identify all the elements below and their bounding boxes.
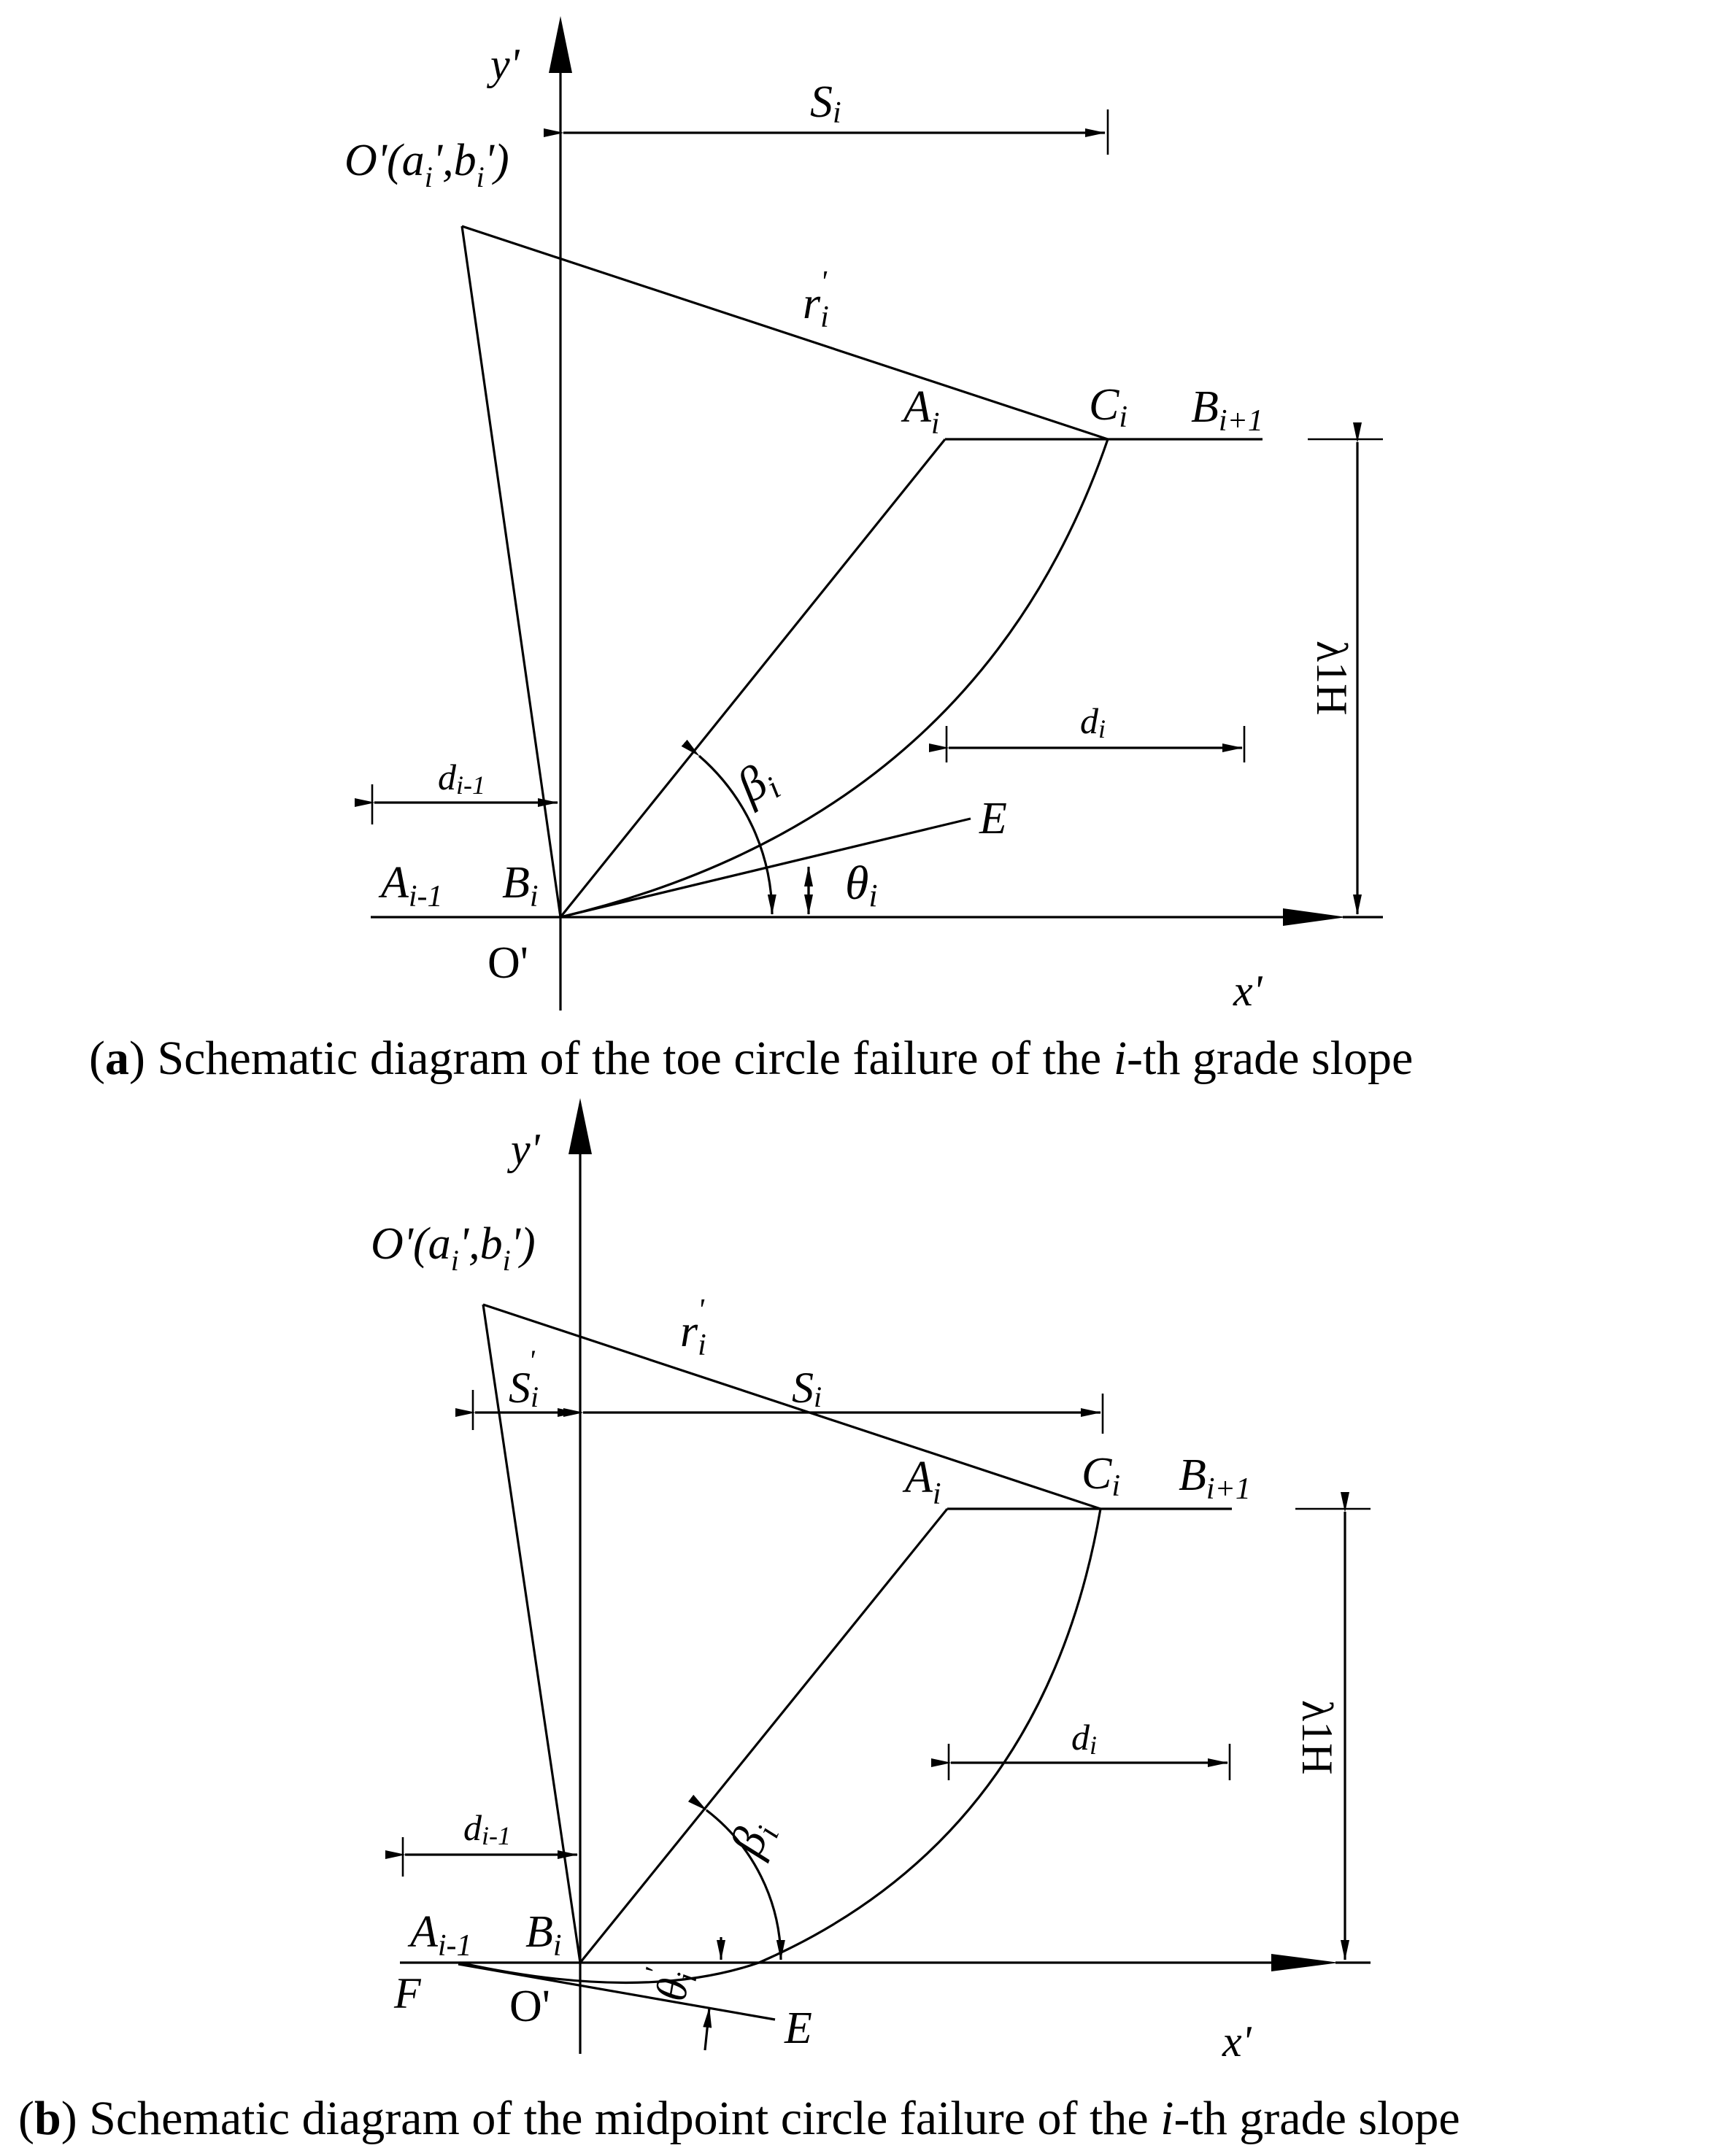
e-label-a: E <box>979 794 1007 843</box>
beta-arc-b <box>687 1794 785 1960</box>
b-next-label-a: Bi+1 <box>1191 382 1263 438</box>
di1-label-a: di-1 <box>438 757 485 800</box>
b-next-label-b: Bi+1 <box>1179 1450 1251 1506</box>
theta-arrow-down-b <box>703 2007 712 2051</box>
di1-label-b: di-1 <box>463 1807 511 1850</box>
y-axis-arrow-b <box>568 1098 592 1154</box>
line-fe-b <box>458 1963 776 2021</box>
lambda-h-label-b: λ1H <box>1293 1700 1341 1774</box>
b-label-b: Bi <box>525 1907 562 1963</box>
c-label-a: Ci <box>1089 380 1128 434</box>
di-label-b: di <box>1071 1717 1097 1760</box>
si-prime-label-b: Si' <box>509 1344 539 1413</box>
y-axis-label-b: y' <box>506 1125 541 1173</box>
theta-label-a: θi <box>845 857 878 913</box>
x-axis-arrow-a <box>1283 908 1346 926</box>
di-label-a: di <box>1080 700 1106 743</box>
lambda-h-label-a: λ1H <box>1308 641 1356 715</box>
y-axis-label-a: y' <box>486 40 520 88</box>
failure-arc-b <box>459 1508 1102 1985</box>
r-label-b: ri' <box>680 1294 706 1362</box>
b-label-a: Bi <box>502 858 539 913</box>
panel-a: y' O'(ai',bi') Si ri' Ai Ci Bi+1 λ1H di … <box>344 16 1383 1015</box>
panel-b: y' O'(ai',bi') ri' Si' Si Ai Ci Bi+1 λ1H… <box>371 1098 1371 2066</box>
svg-text:O'(ai',bi'): O'(ai',bi') <box>344 136 509 193</box>
c-label-b: Ci <box>1082 1449 1120 1503</box>
failure-arc-a <box>560 438 1109 919</box>
left-radius-line-a <box>460 225 562 918</box>
svg-text:O'(ai',bi'): O'(ai',bi') <box>371 1219 536 1277</box>
origin-label-b: O' <box>509 1982 550 2031</box>
origin-label-a: O' <box>487 938 528 988</box>
a-label-a: Ai <box>901 382 940 441</box>
e-label-b: E <box>784 2004 812 2053</box>
x-axis-label-b: x' <box>1222 2017 1252 2066</box>
center-label-b: O'(ai',bi') <box>371 1219 536 1277</box>
a-prev-label-a: Ai-1 <box>378 858 443 913</box>
si-label-b: Si <box>792 1364 822 1413</box>
x-axis-label-a: x' <box>1233 967 1263 1015</box>
x-axis-arrow-b <box>1271 1954 1339 1971</box>
slope-face-b <box>579 1507 949 1964</box>
a-label-b: Ai <box>902 1453 941 1511</box>
r-label-a: ri' <box>803 266 829 334</box>
center-label-a: O'(ai',bi') <box>344 136 509 193</box>
f-label-b: F <box>393 1969 422 2017</box>
beta-arc-a <box>681 739 776 915</box>
beta-label-a: βi <box>727 751 787 819</box>
caption-a: (a) Schematic diagram of the toe circle … <box>89 1032 1413 1085</box>
radius-line-a <box>461 225 1109 441</box>
slope-face-a <box>559 438 947 919</box>
y-axis-arrow-a <box>549 16 572 73</box>
caption-b: (b) Schematic diagram of the midpoint ci… <box>18 2092 1460 2145</box>
beta-label-b: βi <box>719 1812 786 1866</box>
radius-line-b <box>482 1303 1101 1510</box>
si-label-a: Si <box>810 77 841 130</box>
a-prev-label-b: Ai-1 <box>407 1907 472 1963</box>
theta-label-b: θi' <box>634 1965 704 2005</box>
